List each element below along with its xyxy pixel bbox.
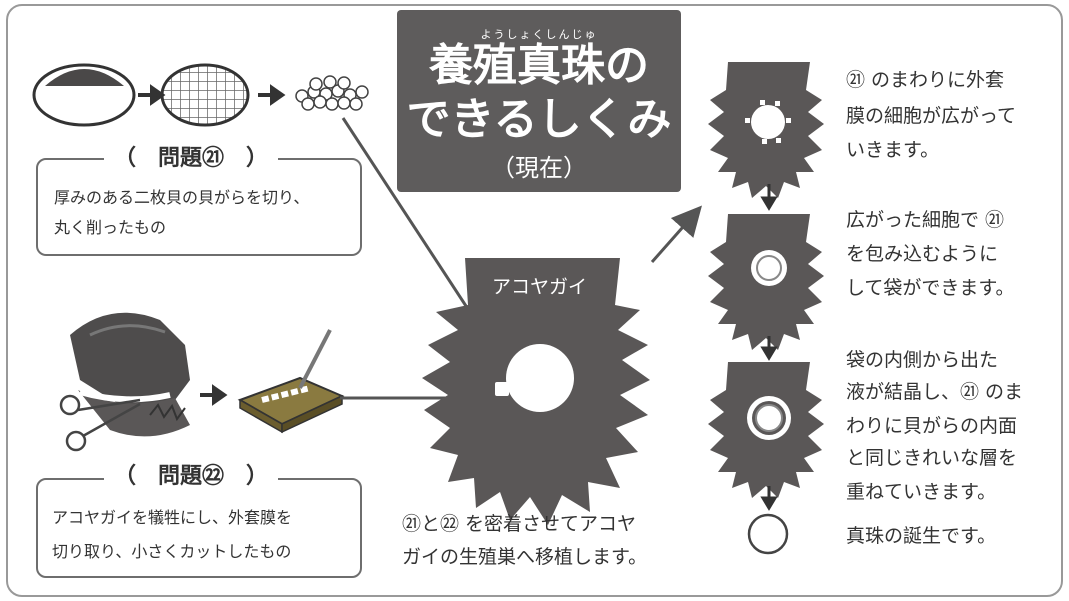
step3-line3: わりに貝がらの内面: [846, 415, 1018, 437]
title-line2: できるしくみ: [406, 94, 672, 145]
step2-line1: 広がった細胞で ㉑: [846, 209, 1005, 231]
stage-arrows: [760, 184, 778, 511]
problem21-box: [36, 158, 362, 256]
step3-line2: 液が結晶し、㉑ のま: [846, 381, 1024, 403]
problem21-desc-line1: 厚みのある二枚貝の貝がらを切り、: [54, 188, 310, 207]
cut-shell-icon: [160, 63, 250, 127]
step2-line3: して袋ができます。: [846, 277, 1015, 299]
step3-line5: 重ねていきます。: [846, 481, 997, 503]
title-line1: 養殖真珠の: [429, 40, 649, 91]
mother-shell-icon: [32, 63, 136, 127]
problem21-desc-line2: 丸く削ったもの: [54, 218, 167, 237]
scissors-icon: [59, 394, 141, 452]
title-ruby: ようしょくしんじゅ: [480, 28, 598, 41]
stage3-shell: [708, 362, 824, 498]
problem22-desc-line1: アコヤガイを犠牲にし、外套膜を: [52, 508, 293, 527]
step1-line1: ㉑ のまわりに外套: [846, 69, 1005, 91]
step2-line2: を包み込むように: [846, 243, 999, 265]
problem22-label: （ 問題㉒ ）: [104, 458, 279, 490]
pearl-icon: [747, 513, 789, 555]
stage1-shell: [708, 62, 824, 198]
cutting-board-icon: [237, 329, 345, 434]
step1-line2: 膜の細胞が広がって: [846, 105, 1017, 127]
step1-line3: いきます。: [846, 139, 940, 161]
akoya-label: アコヤガイ: [492, 276, 588, 298]
center-caption-line2: ガイの生殖巣へ移植します。: [402, 546, 648, 568]
title-sub: （現在）: [491, 154, 587, 182]
stage2-shell: [708, 214, 824, 350]
akoya-oyster-large: [422, 258, 650, 525]
center-caption-line1: ㉑と㉒ を密着させてアコヤ: [402, 513, 637, 535]
step-arrows-top: [138, 84, 286, 106]
problem21-label: （ 問題㉑ ）: [104, 140, 279, 172]
cut-oyster-icon: [70, 312, 190, 437]
step3-line4: と同じきれいな層を: [846, 447, 1018, 469]
nucleus-beads-icon: [295, 75, 369, 111]
title-box: ようしょくしんじゅ 養殖真珠の できるしくみ （現在）: [397, 10, 681, 192]
step4-line1: 真珠の誕生です。: [846, 525, 997, 547]
problem22-desc-line2: 切り取り、小さくカットしたもの: [52, 542, 292, 561]
step3-line1: 袋の内側から出た: [846, 349, 999, 371]
arrow-to-board: [200, 384, 228, 406]
